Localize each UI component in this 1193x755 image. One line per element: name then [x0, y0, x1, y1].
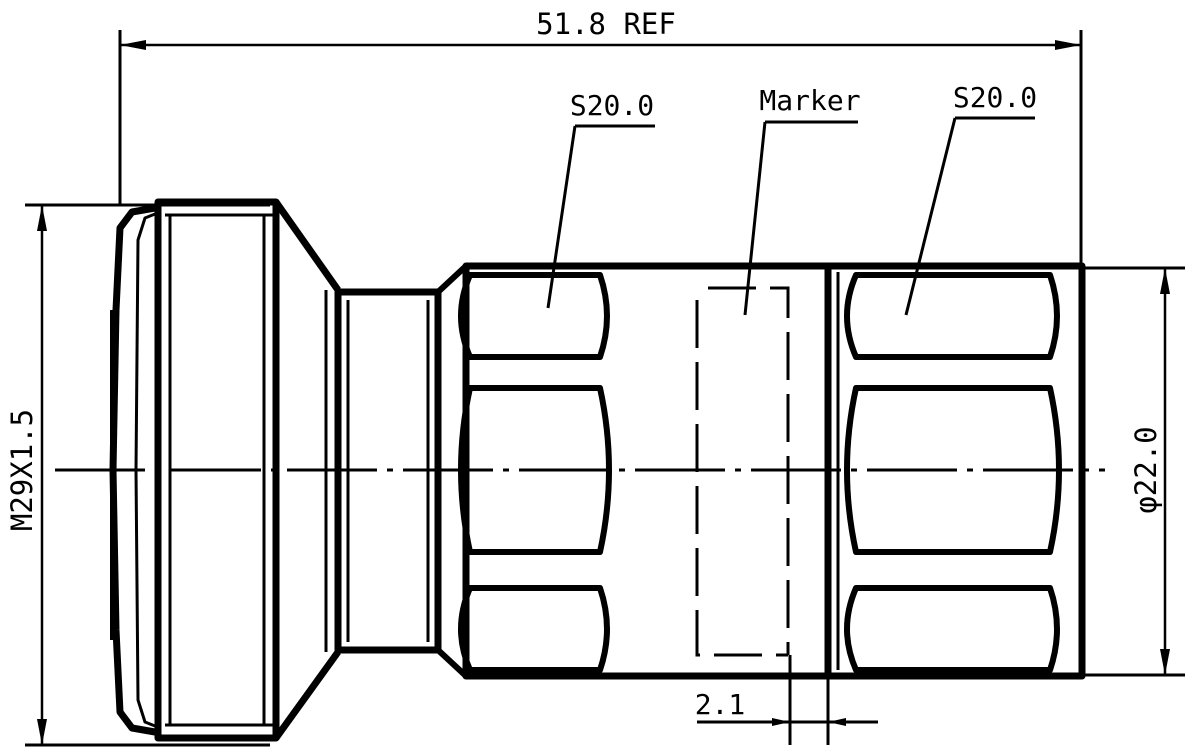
marker-callout: [743, 120, 858, 316]
left-knurl-pads: [458, 272, 612, 673]
left-knurl-callout: [546, 124, 655, 309]
diameter-label: φ22.0: [1129, 426, 1163, 513]
marker-outline: [695, 286, 790, 657]
marker-gap-dimension: [697, 655, 878, 745]
left-knurl-label: S20.0: [570, 89, 654, 122]
right-knurl-pads: [844, 272, 1062, 673]
marker-gap-label: 2.1: [695, 688, 746, 721]
overall-length-dimension: [118, 30, 1083, 268]
thread-dimension: [25, 203, 270, 747]
right-knurl-label: S20.0: [953, 81, 1037, 114]
right-knurl-callout: [904, 116, 1035, 316]
overall-length-label: 51.8 REF: [536, 7, 676, 41]
marker-label: Marker: [759, 84, 860, 117]
thread-label: M29X1.5: [5, 409, 39, 531]
diameter-dimension: [1081, 266, 1185, 677]
